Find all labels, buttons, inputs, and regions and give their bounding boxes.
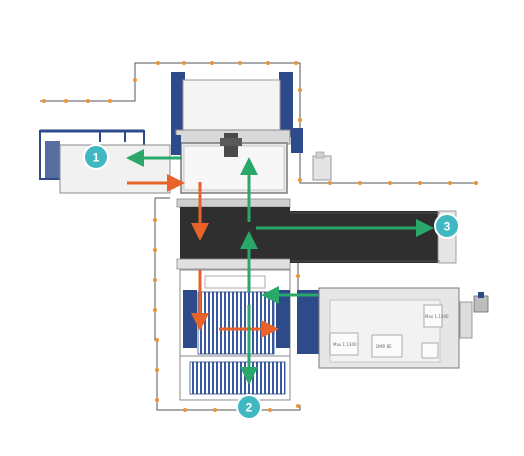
badge-2-label: 2 — [246, 401, 253, 415]
fence-post-icon — [156, 61, 160, 65]
storage-label-left: Max 1.1300 — [333, 342, 357, 347]
fence-post-icon — [153, 248, 157, 252]
sorting-station — [179, 269, 291, 401]
fence-post-icon — [86, 99, 90, 103]
badge-1: 1 — [83, 144, 109, 170]
fence-post-icon — [42, 99, 46, 103]
fence-post-icon — [448, 181, 452, 185]
badge-1-label: 1 — [93, 151, 100, 165]
fence-post-icon — [294, 61, 298, 65]
fence-post-icon — [155, 368, 159, 372]
fence-post-icon — [266, 61, 270, 65]
badge-3: 3 — [434, 213, 460, 239]
fence-post-icon — [108, 99, 112, 103]
control-cabinet — [312, 151, 332, 181]
fence-post-icon — [296, 274, 300, 278]
fence-post-icon — [418, 181, 422, 185]
fence-post-icon — [298, 178, 302, 182]
fence-post-icon — [64, 99, 68, 103]
fence-post-icon — [133, 78, 137, 82]
fence-post-icon — [153, 278, 157, 282]
badge-3-label: 3 — [444, 220, 451, 234]
fence-post-icon — [358, 181, 362, 185]
badge-2: 2 — [236, 394, 262, 420]
fence-post-icon — [155, 338, 159, 342]
fence-post-icon — [213, 408, 217, 412]
flow-arrows — [126, 149, 434, 385]
material-storage: Max 1.1300 DMR 8E Max 1.1300 — [297, 287, 489, 369]
fence-post-icon — [182, 61, 186, 65]
fence-post-icon — [210, 61, 214, 65]
output-conveyor — [290, 210, 457, 264]
fence-post-icon — [328, 181, 332, 185]
fence-post-icon — [268, 408, 272, 412]
storage-label-right: Max 1.1300 — [425, 314, 449, 319]
storage-label-center: DMR 8E — [376, 344, 392, 349]
fence-post-icon — [474, 181, 478, 185]
fence-post-icon — [298, 118, 302, 122]
fence-posts — [42, 61, 478, 412]
fence-post-icon — [153, 218, 157, 222]
fence-post-icon — [155, 398, 159, 402]
fence-post-icon — [183, 408, 187, 412]
fence-post-icon — [153, 308, 157, 312]
loading-table — [39, 129, 171, 194]
fence-post-icon — [296, 404, 300, 408]
laser-cutting-machine — [171, 72, 303, 194]
fence-post-icon — [298, 88, 302, 92]
fence-post-icon — [238, 61, 242, 65]
fence-post-icon — [388, 181, 392, 185]
transfer-conveyor — [176, 198, 291, 270]
